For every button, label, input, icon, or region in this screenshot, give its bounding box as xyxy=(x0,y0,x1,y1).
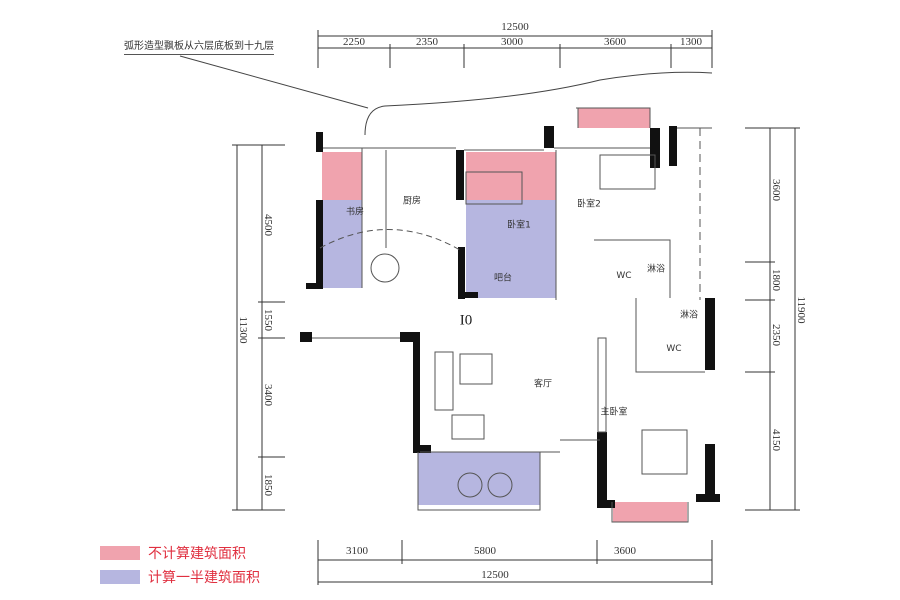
dimension-lines xyxy=(179,30,800,585)
bedroom1-half-area xyxy=(466,200,556,298)
right-dimension: 3600 xyxy=(770,179,782,201)
master-balcony-area xyxy=(613,502,687,522)
room-label-kitchen: 厨房 xyxy=(402,196,422,207)
right-dimension: 4150 xyxy=(770,429,782,451)
room-label-shower: 淋浴 xyxy=(646,264,666,275)
right-dimension: 1800 xyxy=(770,269,782,291)
legend-label: 不计算建筑面积 xyxy=(148,546,246,562)
bedroom2-balcony-area xyxy=(578,108,650,128)
legend-item-excluded-area: 不计算建筑面积 xyxy=(100,543,246,563)
room-label-shower: 淋浴 xyxy=(679,310,699,321)
room-label-wc: WC xyxy=(666,344,682,354)
legend-swatch-lavender xyxy=(100,570,140,584)
room-label-bedroom1: 卧室1 xyxy=(507,220,531,231)
room-label-bedroom2: 卧室2 xyxy=(577,199,601,210)
bottom-dimension: 3100 xyxy=(346,545,368,557)
top-dimension: 3000 xyxy=(501,36,523,48)
legend-label: 计算一半建筑面积 xyxy=(148,570,260,586)
bedroom1-bay-window-area xyxy=(466,152,556,200)
living-balcony-area xyxy=(418,452,540,505)
room-label-bar: 吧台 xyxy=(493,273,513,284)
room-label-master-bedroom: 主卧室 xyxy=(600,407,628,418)
bottom-total-dimension: 12500 xyxy=(481,569,509,581)
left-dimension: 3400 xyxy=(262,384,274,406)
top-dimension: 2250 xyxy=(343,36,365,48)
legend-item-half-area: 计算一半建筑面积 xyxy=(100,567,260,587)
room-label-study: 书房 xyxy=(345,207,365,218)
left-dimension: 4500 xyxy=(262,214,274,236)
arc-canopy-note: 弧形造型飘板从六层底板到十九层 xyxy=(124,37,274,55)
study-half-area xyxy=(322,200,362,288)
room-label-living-room: 客厅 xyxy=(533,379,553,390)
legend-swatch-pink xyxy=(100,546,140,560)
right-dimension: 2350 xyxy=(770,324,782,346)
pink-areas xyxy=(322,108,687,522)
left-dimension: 1550 xyxy=(262,309,274,331)
top-total-dimension: 12500 xyxy=(501,21,529,33)
bottom-dimension: 5800 xyxy=(474,545,496,557)
top-dimension: 3600 xyxy=(604,36,626,48)
bottom-dimension: 3600 xyxy=(614,545,636,557)
walls xyxy=(300,126,720,508)
top-dimension: 2350 xyxy=(416,36,438,48)
left-total-dimension: 11300 xyxy=(237,316,249,344)
right-total-dimension: 11900 xyxy=(795,296,807,324)
top-dimension: 1300 xyxy=(680,36,702,48)
lavender-areas xyxy=(322,200,556,505)
study-bay-window-area xyxy=(322,152,362,200)
left-dimension: 1850 xyxy=(262,474,274,496)
room-label-wc: WC xyxy=(616,271,632,281)
unit-label: I0 xyxy=(459,312,473,329)
thin-walls xyxy=(312,107,712,523)
